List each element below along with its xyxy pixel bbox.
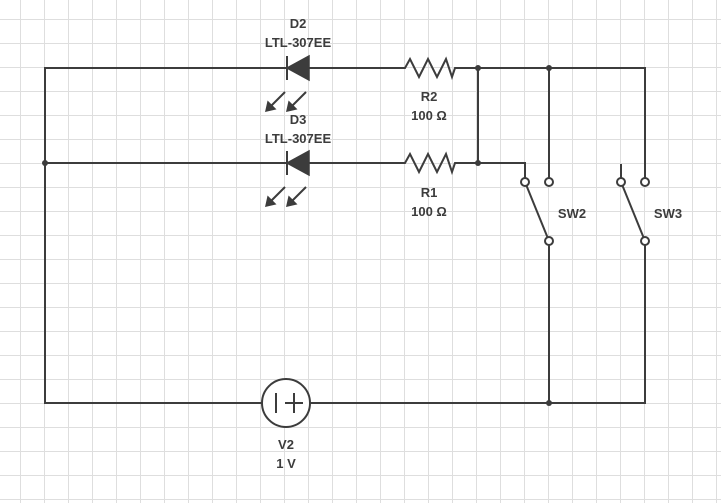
sw3-label: SW3: [648, 204, 688, 223]
voltage-source-v2-symbol[interactable]: [261, 378, 311, 428]
wire-bottom-rail: [309, 240, 646, 404]
r1-ref: R1: [420, 185, 438, 200]
v2-ref: V2: [278, 437, 294, 452]
junction-r2: [475, 65, 481, 71]
v2-label: V2 1 V: [256, 435, 316, 473]
resistor-r1-symbol[interactable]: [400, 151, 458, 176]
d3-label: D3 LTL-307EE: [248, 110, 348, 148]
light-emission-arrows-icon: [265, 91, 307, 112]
junction-bottom: [546, 400, 552, 406]
r2-ref: R2: [420, 89, 438, 104]
led-d3-symbol[interactable]: [265, 149, 310, 207]
sw3-ref: SW3: [653, 206, 683, 221]
r1-value: 100 Ω: [411, 204, 447, 219]
wire-top-rail: [44, 67, 288, 404]
junction-r1: [475, 160, 481, 166]
r2-value: 100 Ω: [411, 108, 447, 123]
switch-sw3-symbol[interactable]: [616, 164, 650, 246]
d2-ref: D2: [289, 16, 307, 31]
r1-label: R1 100 Ω: [399, 183, 459, 221]
switch-sw2-symbol[interactable]: [520, 177, 554, 246]
resistor-r2-symbol[interactable]: [400, 56, 458, 81]
d2-part: LTL-307EE: [264, 35, 332, 50]
junction-left: [42, 160, 48, 166]
d3-part: LTL-307EE: [264, 131, 332, 146]
led-d2-symbol[interactable]: [265, 54, 310, 112]
r2-label: R2 100 Ω: [399, 87, 459, 125]
wire-r1-sw2: [457, 162, 526, 183]
sw2-ref: SW2: [557, 206, 587, 221]
v2-value: 1 V: [276, 456, 296, 471]
light-emission-arrows-icon: [265, 186, 307, 207]
junctions: [42, 65, 552, 406]
d2-label: D2 LTL-307EE: [248, 14, 348, 52]
d3-ref: D3: [289, 112, 307, 127]
junction-sw2-top: [546, 65, 552, 71]
sw2-label: SW2: [552, 204, 592, 223]
